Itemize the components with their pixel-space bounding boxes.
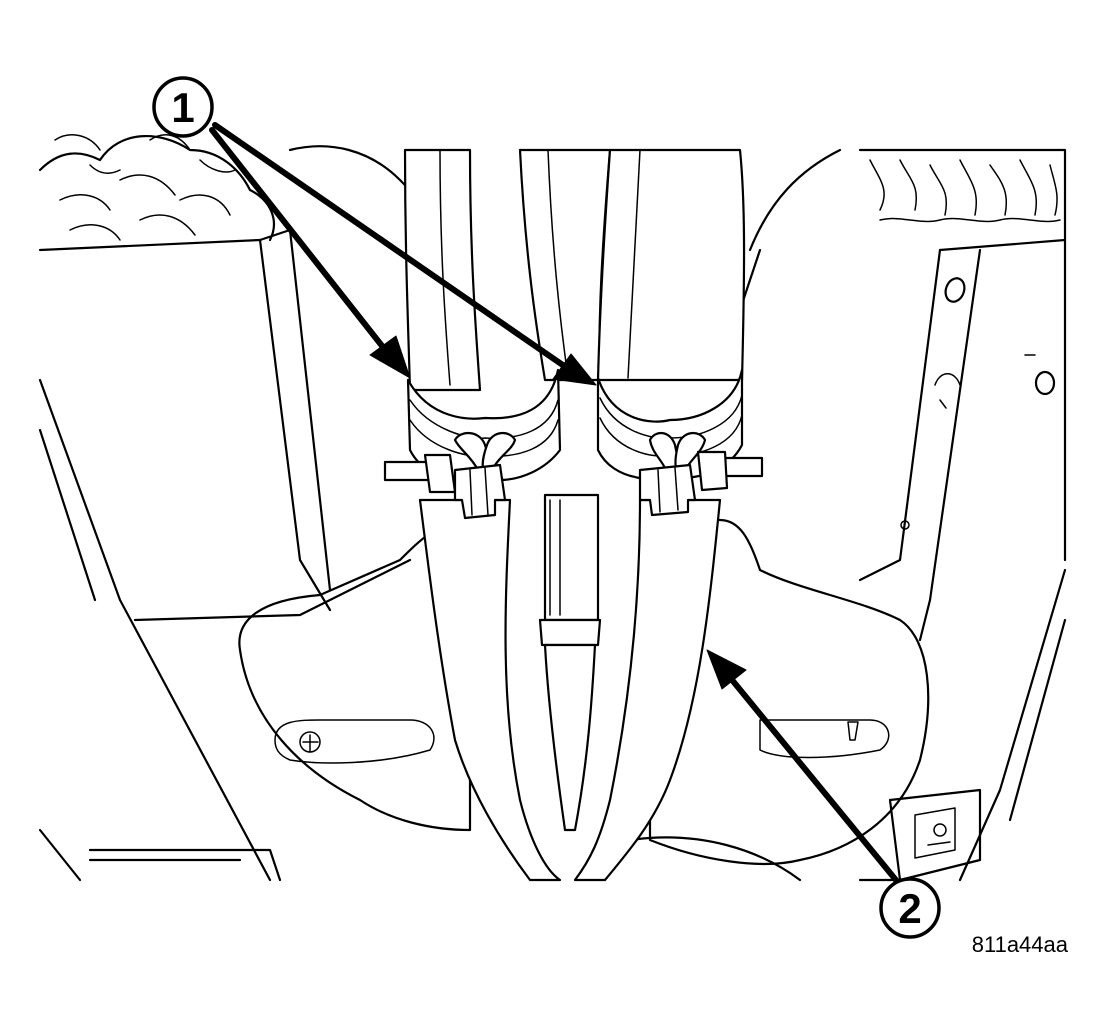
callout-leaders: [209, 122, 903, 888]
leader-2: [725, 672, 903, 888]
callout-2: 2: [879, 877, 941, 939]
callout-1: 1: [152, 76, 214, 138]
callout-1-circle: [152, 76, 214, 138]
callout-2-circle: [879, 877, 941, 939]
arrowhead-1a: [369, 335, 411, 379]
callout-2-label: 2: [898, 885, 921, 932]
arrowhead-1b: [552, 353, 597, 386]
band-clamps: [383, 368, 764, 520]
figure-code: 811a44aa: [972, 932, 1069, 957]
leader-1a: [209, 127, 393, 359]
arrowhead-2: [706, 649, 747, 690]
leader-1b: [212, 122, 573, 373]
callout-1-label: 1: [171, 84, 194, 131]
exhaust-pipes: [403, 148, 746, 882]
